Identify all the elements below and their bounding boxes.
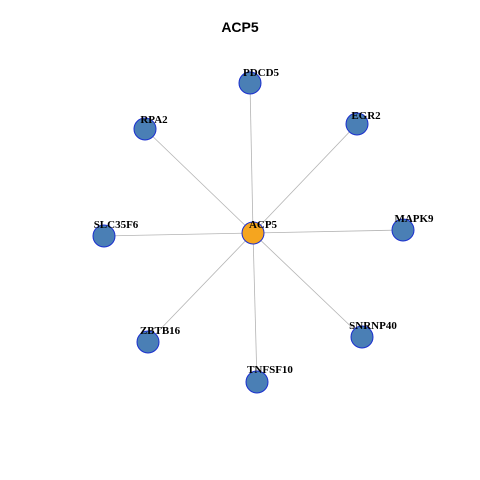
node-label-mapk9: MAPK9	[394, 213, 434, 225]
node-mapk9	[391, 218, 415, 242]
edge-acp5-egr2	[252, 123, 358, 234]
edges-layer	[103, 82, 404, 383]
node-label-zbtb16: ZBTB16	[140, 325, 181, 337]
edge-acp5-pdcd5	[249, 82, 254, 234]
node-egr2	[345, 112, 369, 136]
node-rpa2	[133, 117, 157, 141]
diagram-title: ACP5	[221, 19, 259, 35]
edge-acp5-zbtb16	[147, 232, 254, 343]
node-label-pdcd5: PDCD5	[243, 67, 280, 79]
edge-acp5-rpa2	[144, 128, 254, 234]
node-label-acp5: ACP5	[249, 219, 278, 231]
node-tnfsf10	[245, 370, 269, 394]
node-label-egr2: EGR2	[351, 110, 381, 122]
node-pdcd5	[238, 71, 262, 95]
node-zbtb16	[136, 330, 160, 354]
edge-acp5-tnfsf10	[252, 232, 258, 383]
node-snrnp40	[350, 325, 374, 349]
node-label-rpa2: RPA2	[140, 114, 168, 126]
node-label-tnfsf10: TNFSF10	[247, 364, 293, 376]
node-label-slc35f6: SLC35F6	[94, 219, 139, 231]
node-acp5	[241, 221, 265, 245]
node-label-snrnp40: SNRNP40	[349, 320, 397, 332]
nodes-layer	[92, 71, 415, 394]
edge-acp5-snrnp40	[252, 232, 363, 338]
edge-acp5-slc35f6	[103, 232, 254, 237]
edge-acp5-mapk9	[252, 229, 404, 234]
node-slc35f6	[92, 224, 116, 248]
